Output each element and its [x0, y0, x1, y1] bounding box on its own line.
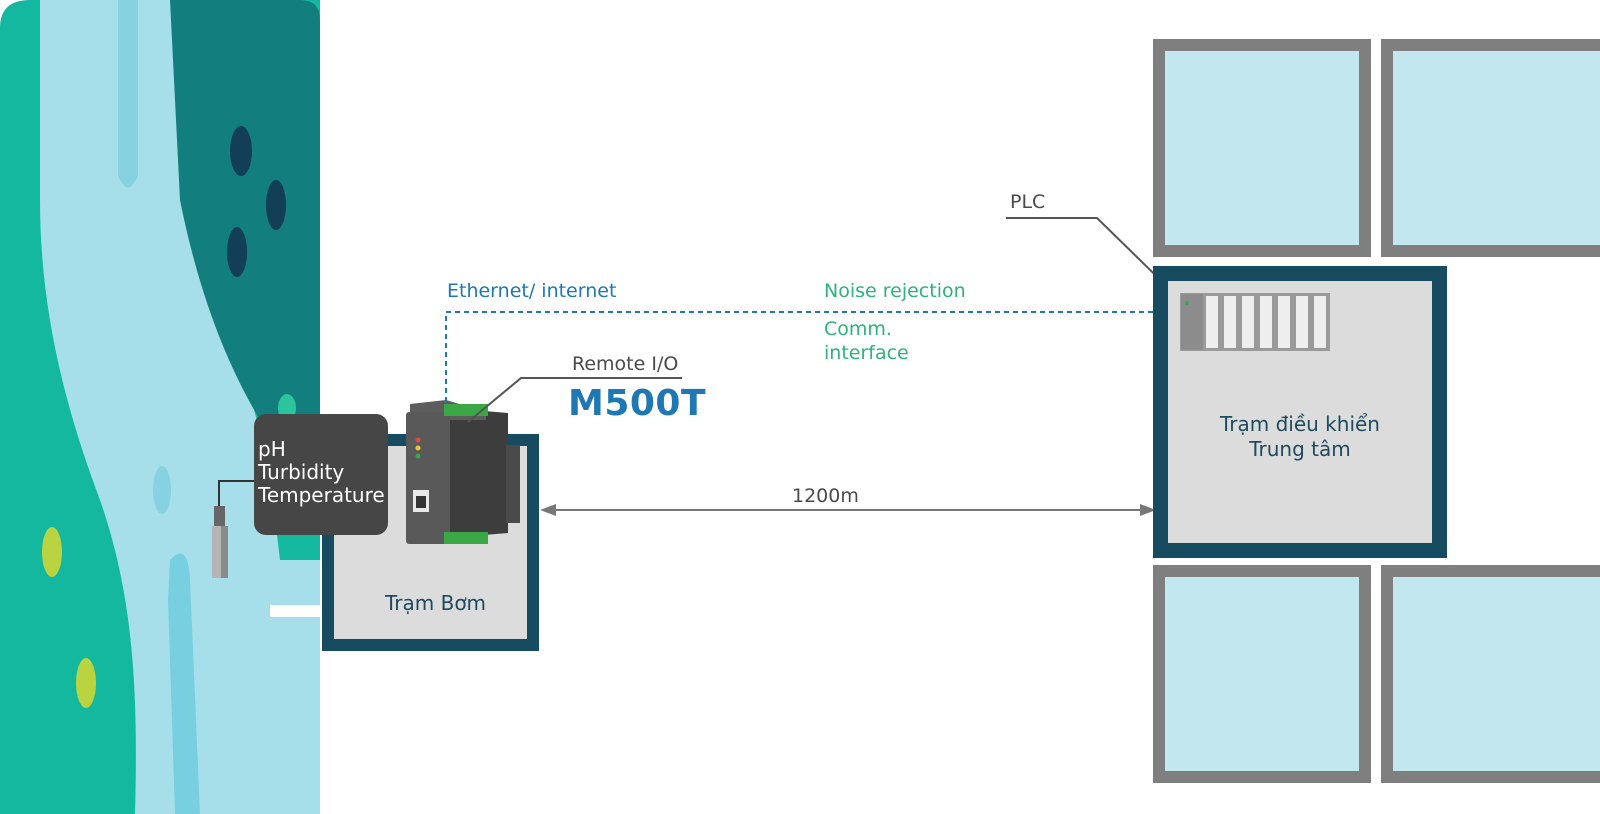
sensor-box — [254, 414, 388, 535]
plc-status-led — [1185, 301, 1189, 305]
plc-rack — [1180, 293, 1330, 351]
intake-pipe — [270, 605, 335, 617]
plc-module — [1224, 296, 1236, 348]
probe-cap — [214, 506, 225, 526]
noise-rejection-label: Noise rejection — [824, 280, 966, 302]
remote-io-device — [406, 400, 520, 544]
control-center-label-line2: Trung tâm — [1249, 437, 1351, 461]
rock — [266, 180, 286, 230]
sensor-ph-label: pH — [258, 437, 286, 461]
device-front — [406, 412, 450, 544]
river — [0, 0, 335, 814]
river-ripple — [153, 466, 171, 514]
terminal-block-bottom — [444, 532, 488, 544]
led-indicator — [415, 445, 421, 451]
building-glass — [1165, 51, 1359, 245]
lily-pad — [42, 527, 62, 577]
comm-interface-label-line2: interface — [824, 342, 909, 364]
pump-station-label: Trạm Bơm — [385, 591, 487, 615]
plc-module — [1206, 296, 1218, 348]
remote-io-model: M500T — [568, 383, 707, 424]
comm-interface-label-line1: Comm. — [824, 318, 892, 340]
plc-module — [1278, 296, 1290, 348]
river-highlight — [118, 0, 138, 188]
plc-module — [1242, 296, 1254, 348]
river-water — [40, 0, 320, 814]
rock — [227, 227, 247, 277]
lily-pad — [76, 658, 96, 708]
control-center-label: Trạm điều khiển Trung tâm — [1168, 412, 1432, 462]
rock — [230, 126, 252, 176]
ethernet-port-socket — [416, 496, 426, 508]
device-rail-clip — [506, 445, 520, 523]
terminal-block-top — [444, 404, 488, 416]
led-indicator — [415, 453, 421, 459]
arrow-head-left — [540, 504, 556, 516]
sensor-readings: pH Turbidity Temperature — [258, 438, 385, 507]
building-glass — [1393, 577, 1600, 771]
remote-io-caption: Remote I/O — [572, 353, 679, 375]
distance-arrow — [540, 504, 1156, 516]
sensor-temperature-label: Temperature — [258, 483, 385, 507]
sensor-turbidity-label: Turbidity — [258, 460, 345, 484]
remote-io-leader — [467, 377, 682, 423]
buildings — [1153, 39, 1600, 783]
river-deep — [170, 0, 320, 420]
sensor-probe — [212, 480, 256, 578]
ethernet-label: Ethernet/ internet — [447, 280, 617, 302]
plc-module — [1314, 296, 1326, 348]
device-back — [448, 408, 508, 538]
plc-module — [1260, 296, 1272, 348]
plc-label: PLC — [1010, 191, 1046, 213]
building-glass — [1393, 51, 1600, 245]
probe-shade — [221, 526, 228, 578]
arrow-head-right — [1140, 504, 1156, 516]
building-glass — [1165, 577, 1359, 771]
distance-label: 1200m — [792, 485, 859, 507]
plc-module — [1296, 296, 1308, 348]
ethernet-link — [445, 311, 1188, 402]
control-center-label-line1: Trạm điều khiển — [1220, 412, 1380, 436]
river-stream — [168, 553, 200, 814]
plc-cpu — [1181, 294, 1203, 350]
led-indicator — [415, 437, 421, 443]
